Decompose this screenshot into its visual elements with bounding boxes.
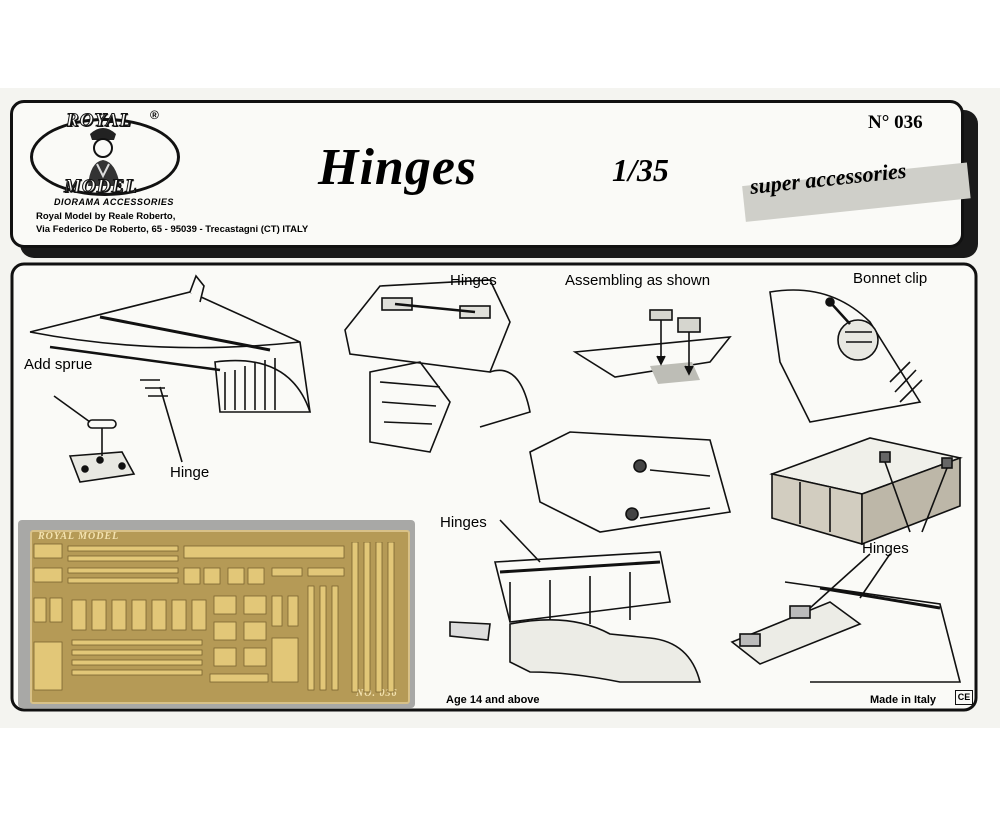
hinge-part-drawing (53, 386, 183, 483)
label-add-sprue: Add sprue (24, 356, 93, 373)
fret-code: NO. 036 (356, 688, 398, 699)
soldier-logo-icon (88, 128, 120, 186)
product-number: N° 036 (868, 112, 923, 133)
logo-word-bottom: MODEL (64, 176, 138, 198)
company-line: Royal Model by Reale Roberto, (36, 211, 176, 222)
bonnet-clip-drawing (769, 289, 923, 423)
ammo-box-drawing (769, 437, 963, 546)
ce-mark: CE (955, 690, 973, 705)
fret-parts-icon (33, 542, 395, 693)
open-bonnet-drawing (344, 279, 531, 453)
registered-mark: ® (150, 108, 159, 122)
logo-subtitle: DIORAMA ACCESSORIES (54, 197, 174, 207)
label-hinges-top: Hinges (450, 272, 497, 289)
label-bonnet-clip: Bonnet clip (853, 270, 928, 287)
assembling-drawing (572, 309, 732, 384)
made-in: Made in Italy (870, 694, 937, 706)
page-title: Hinges (318, 139, 478, 196)
fret-brand: ROYAL MODEL (38, 531, 120, 542)
address-line: Via Federico De Roberto, 65 - 95039 - Tr… (36, 224, 309, 235)
label-hinges-mid: Hinges (440, 514, 487, 531)
age-notice: Age 14 and above (446, 694, 540, 706)
hood-side-drawing (529, 431, 732, 533)
logo-word-top: ROYAL (66, 110, 132, 132)
label-assembling: Assembling as shown (565, 272, 711, 289)
grille-drawing (449, 519, 702, 683)
bonnet-drawing (29, 274, 312, 413)
deck-panel-drawing (730, 553, 962, 683)
logo-oval (30, 118, 180, 196)
label-hinges-right: Hinges (862, 540, 909, 557)
scale-label: 1/35 (612, 152, 669, 188)
label-hinge: Hinge (170, 464, 210, 481)
